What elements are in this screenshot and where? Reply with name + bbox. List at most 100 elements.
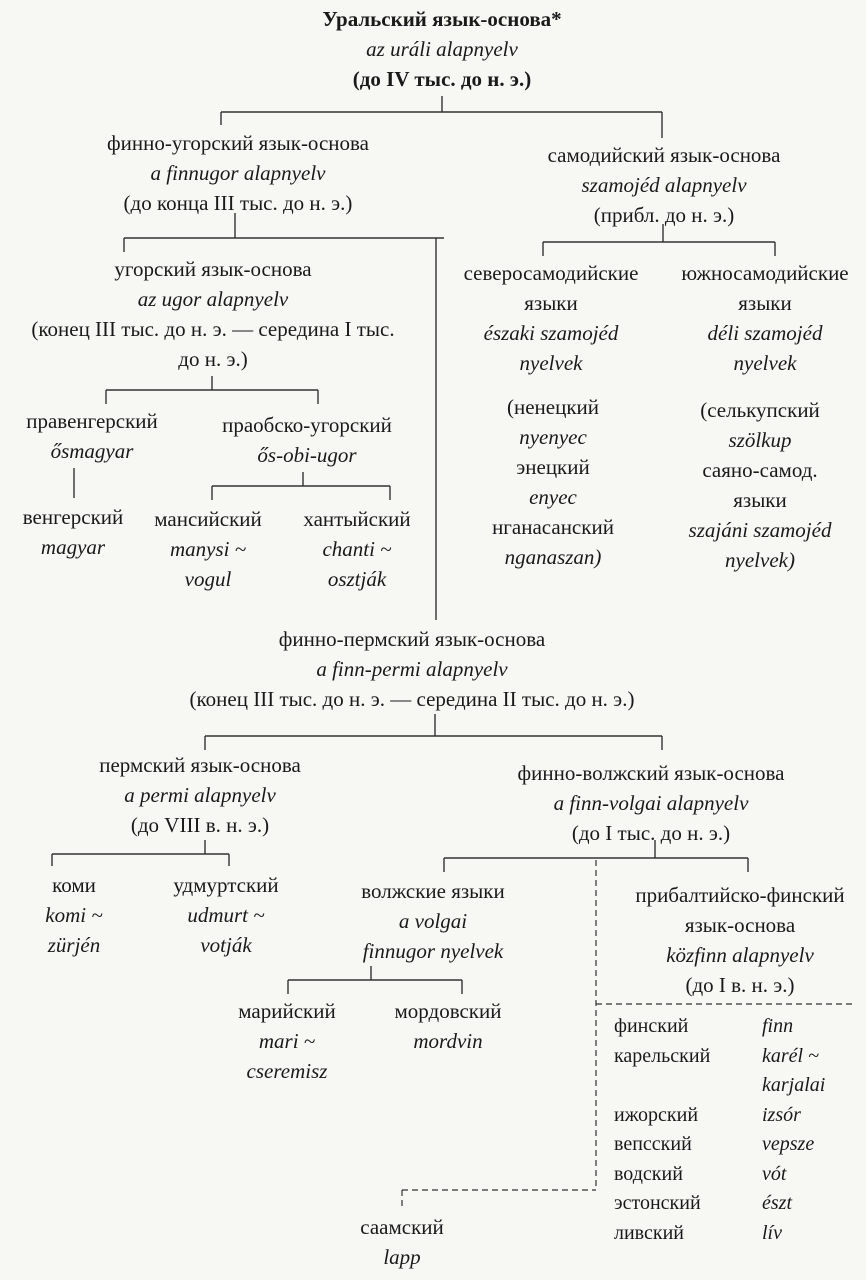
node-pre-hungarian: правенгерский ősmagyar <box>26 406 158 466</box>
finnic-list-russian: финский карельский ижорский вепсский вод… <box>614 1012 710 1248</box>
finnic-list-ru-item: вепсский <box>614 1133 692 1155</box>
node-hungarian: венгерский magyar <box>23 502 124 562</box>
hungarian-hu: magyar <box>40 535 106 559</box>
node-finno-volgaic: финно-волжский язык-основа a finn-volgai… <box>518 758 785 848</box>
komi-hu-2: zürjén <box>47 933 101 957</box>
samoyedic-date: (прибл. до н. э.) <box>593 203 735 227</box>
finnic-list-hu-item: vepsze <box>762 1133 815 1155</box>
node-volgaic: волжские языки a volgai finnugor nyelvek <box>361 876 504 966</box>
north-samoyedic-member: enyec <box>529 485 577 509</box>
north-samoyedic-member: нганасанский <box>492 515 614 539</box>
ugric-ru: угорский язык-основа <box>114 257 312 281</box>
south-samoyedic-ru-2: языки <box>738 291 792 315</box>
khanty-hu-1: chanti ~ <box>322 537 392 561</box>
finno-ugric-date: (до конца III тыс. до н. э.) <box>123 191 353 215</box>
north-samoyedic-member: nyenyec <box>519 425 587 449</box>
udmurt-hu-1: udmurt ~ <box>187 903 265 927</box>
finnic-list-hu-item: lív <box>762 1221 782 1244</box>
mari-ru: марийский <box>238 999 336 1023</box>
north-samoyedic-member: nganaszan) <box>504 545 602 569</box>
node-ugric: угорский язык-основа az ugor alapnyelv (… <box>31 254 394 374</box>
permic-hu: a permi alapnyelv <box>124 783 276 807</box>
north-samoyedic-hu-1: északi szamojéd <box>483 321 619 345</box>
south-samoyedic-members: (селькупский szölkup саяно-самод. языки … <box>689 395 832 575</box>
north-samoyedic-member: (ненецкий <box>506 395 600 419</box>
udmurt-hu-2: votják <box>200 933 252 957</box>
mordvin-ru: мордовский <box>394 999 502 1023</box>
uralic-hu: az uráli alapnyelv <box>366 37 518 61</box>
ugric-date-2: до н. э.) <box>178 347 248 371</box>
south-samoyedic-member: szölkup <box>728 428 792 452</box>
mari-hu-2: cseremisz <box>246 1059 328 1083</box>
permic-date: (до VIII в. н. э.) <box>130 813 270 837</box>
finnic-list-ru-item: финский <box>614 1015 689 1037</box>
node-north-samoyedic: северосамодийские языки északi szamojéd … <box>464 258 639 378</box>
node-uralic: Уральский язык-основа* az uráli alapnyel… <box>322 4 561 94</box>
mansi-hu-2: vogul <box>184 567 232 591</box>
khanty-hu-2: osztják <box>327 567 387 591</box>
komi-hu-1: komi ~ <box>45 903 103 927</box>
mansi-ru: мансийский <box>154 507 262 531</box>
finnic-list-hu-item: észt <box>762 1192 792 1214</box>
ugric-date-1: (конец III тыс. до н. э. — середина I ты… <box>31 317 395 341</box>
ugric-hu: az ugor alapnyelv <box>137 287 289 311</box>
uralic-date: (до IV тыс. до н. э.) <box>352 67 532 91</box>
uralic-ru: Уральский язык-основа* <box>322 7 562 31</box>
finno-volgaic-date: (до I тыс. до н. э.) <box>571 821 731 845</box>
finnic-list-ru-item: ижорский <box>614 1103 699 1126</box>
samoyedic-hu: szamojéd alapnyelv <box>581 173 747 197</box>
permic-ru: пермский язык-основа <box>99 753 301 777</box>
finno-ugric-ru: финно-угорский язык-основа <box>107 131 369 155</box>
pre-ob-ugric-ru: праобско-угорский <box>222 413 392 437</box>
finnic-hu: közfinn alapnyelv <box>666 943 814 967</box>
mordvin-hu: mordvin <box>413 1029 483 1053</box>
finnic-list-ru-item: ливский <box>614 1221 685 1244</box>
node-saami: саамский lapp <box>360 1212 444 1272</box>
finnic-list-ru-item: водский <box>614 1162 683 1185</box>
finnic-list-hu-item: vót <box>762 1162 787 1185</box>
node-khanty: хантыйский chanti ~ osztják <box>303 504 410 594</box>
south-samoyedic-member: языки <box>733 488 787 512</box>
finnic-date: (до I в. н. э.) <box>685 973 795 997</box>
south-samoyedic-hu-1: déli szamojéd <box>707 321 823 345</box>
finnic-list-hu-item: karjalai <box>762 1074 826 1096</box>
north-samoyedic-ru-1: северосамодийские <box>463 261 639 285</box>
volgaic-hu-2: finnugor nyelvek <box>362 939 504 963</box>
finno-permic-date: (конец III тыс. до н. э. — середина II т… <box>189 687 635 711</box>
node-pre-ob-ugric: праобско-угорский ős-obi-ugor <box>222 410 392 470</box>
south-samoyedic-ru-1: южносамодийские <box>681 261 849 285</box>
node-finno-ugric: финно-угорский язык-основа a finnugor al… <box>107 128 369 218</box>
saami-hu: lapp <box>383 1245 421 1269</box>
finnic-list-ru-item: эстонский <box>614 1192 701 1214</box>
finnic-ru-2: язык-основа <box>684 913 796 937</box>
node-mari: марийский mari ~ cseremisz <box>238 996 335 1086</box>
node-permic: пермский язык-основа a permi alapnyelv (… <box>99 750 301 840</box>
finnic-list-hu-item: izsór <box>762 1103 801 1126</box>
finnic-list-hu-item: finn <box>762 1015 794 1037</box>
node-mansi: мансийский manysi ~ vogul <box>154 504 262 594</box>
mansi-hu-1: manysi ~ <box>169 537 247 561</box>
south-samoyedic-member: саяно-самод. <box>702 458 818 482</box>
north-samoyedic-member: энецкий <box>516 455 590 479</box>
node-finno-permic: финно-пермский язык-основа a finn-permi … <box>190 624 635 714</box>
finnic-list-hungarian: finn karél ~ karjalai izsór vepsze vót é… <box>762 1012 825 1248</box>
south-samoyedic-member: nyelvek) <box>725 548 795 572</box>
node-mordvin: мордовский mordvin <box>395 996 502 1056</box>
finno-volgaic-ru: финно-волжский язык-основа <box>517 761 785 785</box>
node-udmurt: удмуртский udmurt ~ votják <box>173 870 278 960</box>
south-samoyedic-member: (селькупский <box>700 398 820 422</box>
north-samoyedic-members: (ненецкий nyenyec энецкий enyec нганасан… <box>492 392 614 572</box>
node-finnic: прибалтийско-финский язык-основа közfinn… <box>635 880 844 1000</box>
finnic-ru-1: прибалтийско-финский <box>635 883 845 907</box>
mari-hu-1: mari ~ <box>258 1029 316 1053</box>
node-samoyedic: самодийский язык-основа szamojéd alapnye… <box>548 140 781 230</box>
finno-permic-hu: a finn-permi alapnyelv <box>316 657 508 681</box>
pre-hungarian-ru: правенгерский <box>26 409 158 433</box>
finno-volgaic-hu: a finn-volgai alapnyelv <box>553 791 749 815</box>
saami-ru: саамский <box>360 1215 444 1239</box>
pre-ob-ugric-hu: ős-obi-ugor <box>257 443 357 467</box>
node-south-samoyedic: южносамодийские языки déli szamojéd nyel… <box>681 258 848 378</box>
finnic-list-hu-item: karél ~ <box>762 1044 819 1067</box>
node-komi: коми komi ~ zürjén <box>45 870 102 960</box>
north-samoyedic-hu-2: nyelvek <box>519 351 583 375</box>
